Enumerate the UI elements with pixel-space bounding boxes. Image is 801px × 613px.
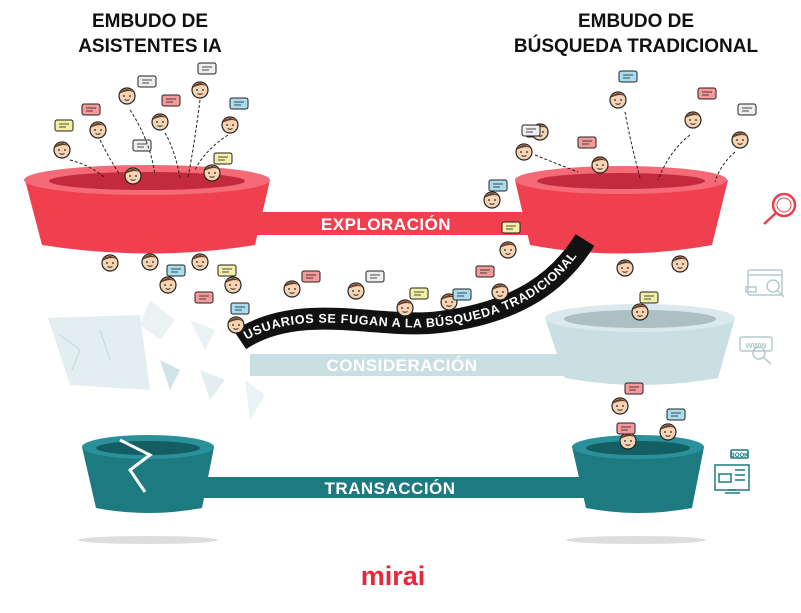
left-broken-consideration-funnel <box>48 300 265 420</box>
user-face <box>221 116 239 134</box>
user-face <box>483 191 501 209</box>
left-title-line1: EMBUDO DE <box>92 11 208 32</box>
right-transaction-funnel <box>572 435 704 513</box>
mirai-logo: mirai <box>361 561 426 591</box>
user-face <box>731 131 749 149</box>
transaction-label: TRANSACCIÓN <box>324 479 455 498</box>
user-face <box>159 276 177 294</box>
user-face <box>224 276 242 294</box>
user-face <box>191 253 209 271</box>
left-exploration-funnel <box>24 165 270 254</box>
svg-text:www: www <box>744 340 767 350</box>
user-face <box>227 316 245 334</box>
booking-monitor-icon: BOOK <box>714 449 750 494</box>
user-face <box>616 259 634 277</box>
user-face <box>191 81 209 99</box>
user-face <box>89 121 107 139</box>
user-face <box>659 423 677 441</box>
user-face <box>611 397 629 415</box>
user-face <box>124 167 142 185</box>
left-transaction-funnel <box>82 435 214 513</box>
consideration-band <box>250 354 565 376</box>
user-face <box>631 303 649 321</box>
user-face <box>499 241 517 259</box>
user-face <box>491 283 509 301</box>
book-label: BOOK <box>731 453 750 459</box>
users-left-top <box>53 62 249 185</box>
user-face <box>347 282 365 300</box>
user-face <box>151 113 169 131</box>
magnifier-icon <box>763 192 797 225</box>
exploration-label: EXPLORACIÓN <box>321 215 451 234</box>
user-face <box>619 432 637 450</box>
user-face <box>141 253 159 271</box>
right-title-line1: EMBUDO DE <box>578 11 694 32</box>
users-right-top <box>515 70 757 183</box>
left-shadow <box>78 536 218 544</box>
user-face <box>118 87 136 105</box>
exploration-band <box>255 212 535 235</box>
user-face <box>53 141 71 159</box>
user-face <box>101 254 119 272</box>
left-title-line2: ASISTENTES IA <box>78 36 222 57</box>
escape-ribbon <box>233 234 595 350</box>
right-title-line2: BÚSQUEDA TRADICIONAL <box>514 35 759 57</box>
web-search-icon <box>745 269 785 298</box>
right-exploration-funnel <box>515 166 728 254</box>
transaction-band <box>200 477 590 498</box>
right-shadow <box>566 536 706 544</box>
user-face <box>671 255 689 273</box>
www-search-icon: www <box>739 336 773 365</box>
user-face <box>396 299 414 317</box>
consideration-label: CONSIDERACIÓN <box>326 356 477 375</box>
user-face <box>684 111 702 129</box>
user-face <box>203 164 221 182</box>
user-face <box>283 280 301 298</box>
user-face <box>515 143 533 161</box>
user-face <box>591 156 609 174</box>
user-face <box>609 91 627 109</box>
